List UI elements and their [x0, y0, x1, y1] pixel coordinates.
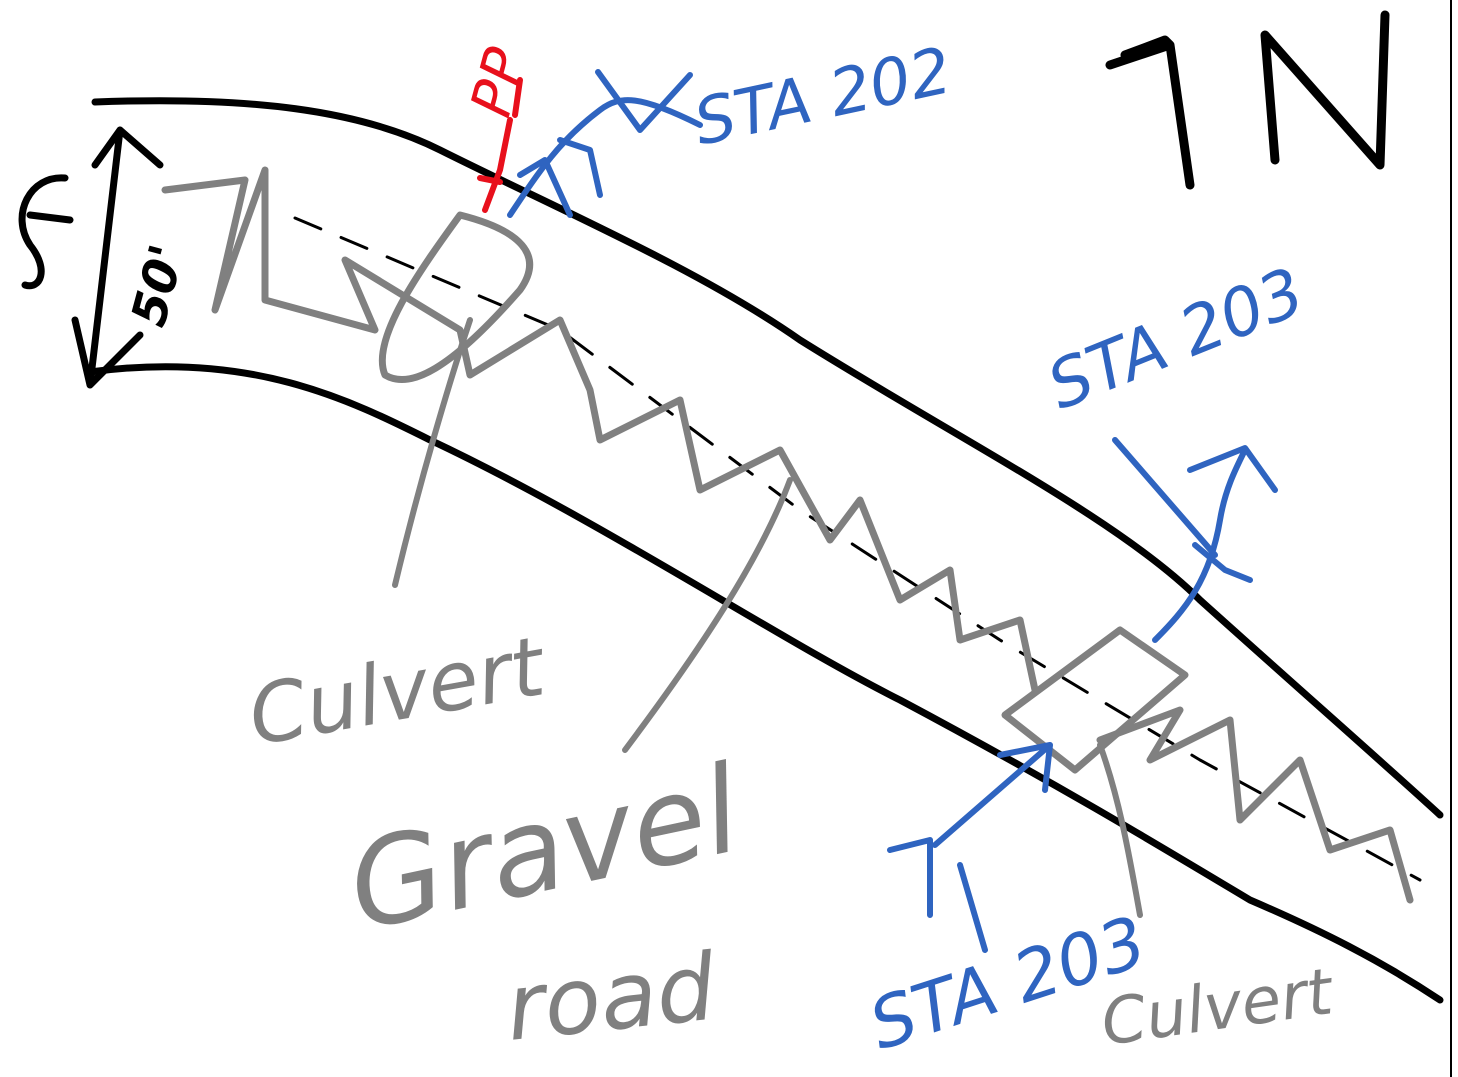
- sta-203-upper-arrow: [1112, 437, 1278, 643]
- width-dimension-arrow: [71, 126, 164, 389]
- north-arrow: [1105, 35, 1195, 190]
- pp-mark: [477, 77, 523, 213]
- culvert-left-label: Culvert: [242, 619, 554, 765]
- sta-202-marks: [517, 137, 603, 218]
- culvert-right-box: [1001, 626, 1189, 774]
- road-edge-bottom: [86, 363, 1444, 1004]
- north-n-letter: [1260, 10, 1390, 170]
- sta-203-upper-label: STA 203: [1037, 253, 1315, 425]
- sta-202-arrow: [507, 69, 703, 218]
- page-right-border: [1450, 0, 1452, 1077]
- sta-202-label: STA 202: [688, 34, 958, 160]
- gravel-road-leader: [622, 477, 793, 753]
- gravel-zigzag: [161, 166, 1039, 694]
- road-edge-top: [91, 97, 1444, 819]
- pp-label: PP: [459, 41, 539, 123]
- culvert-right-leader: [1097, 742, 1143, 918]
- culvert-left-leader: [392, 317, 473, 588]
- east-marker: [18, 174, 74, 290]
- gravel-zigzag-right: [1096, 706, 1414, 904]
- gravel-road-label-line1: Gravel: [337, 740, 751, 958]
- culvert-left-box: [378, 211, 534, 384]
- width-label: 50': [121, 239, 196, 332]
- gravel-road-label-line2: road: [501, 934, 721, 1062]
- sta-203-lower-arrow: [887, 742, 1053, 953]
